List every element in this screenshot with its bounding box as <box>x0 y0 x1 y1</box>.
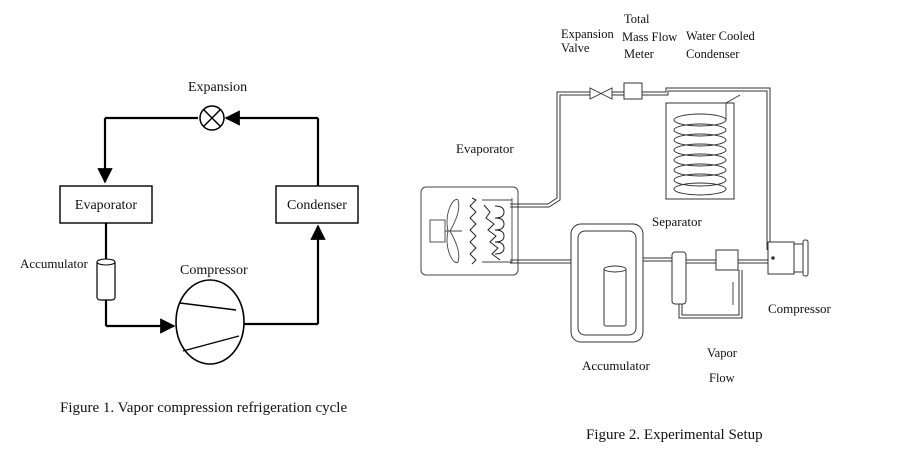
accumulator-label: Accumulator <box>20 256 89 271</box>
condenser-coil <box>673 94 741 196</box>
condenser-box <box>275 185 359 224</box>
pipe-separator-bypass <box>678 270 743 319</box>
figure-2-caption: Figure 2. Experimental Setup <box>586 427 763 443</box>
evaporator-coil-zigzag <box>483 204 501 261</box>
compressor-icon-fig2 <box>767 239 809 277</box>
evaporator-fins <box>469 197 477 265</box>
separator-label: Separator <box>652 214 702 229</box>
evaporator-label-fig2: Evaporator <box>456 141 514 156</box>
pipe-evaporator-to-valve <box>510 91 590 205</box>
compressor-label-fig2: Compressor <box>768 301 832 316</box>
figure-2: Evaporator Expansion Valve Total Mass Fl… <box>420 12 832 443</box>
condenser-label-1-fig2: Water Cooled <box>686 29 756 43</box>
expansion-valve-label-2: Valve <box>561 41 590 55</box>
mass-flow-label-3: Meter <box>624 47 655 61</box>
pipe-meter-to-compressor <box>642 87 771 250</box>
compressor-icon <box>175 279 245 365</box>
vapor-flow-label-2: Flow <box>709 371 735 385</box>
condenser-label-2-fig2: Condenser <box>686 47 740 61</box>
fan-icon <box>429 198 462 264</box>
figure-1: Expansion Evaporator Condenser Accumulat… <box>20 80 359 416</box>
expansion-label: Expansion <box>188 80 247 95</box>
expansion-valve-icon-fig2 <box>589 87 613 100</box>
evaporator-unit <box>420 186 519 276</box>
figure-1-caption: Figure 1. Vapor compression refrigeratio… <box>60 400 347 416</box>
evaporator-box <box>59 185 153 224</box>
vapor-flow-meter <box>715 249 739 271</box>
evaporator-coil <box>494 205 505 255</box>
accumulator-tank-fig2 <box>570 223 644 343</box>
mass-flow-meter <box>623 82 643 100</box>
expansion-valve-icon <box>199 105 225 131</box>
condenser-label: Condenser <box>287 198 347 213</box>
vapor-flow-label-1: Vapor <box>707 346 738 360</box>
compressor-label: Compressor <box>180 263 248 278</box>
mass-flow-label-2: Mass Flow <box>622 30 677 44</box>
accumulator-label-fig2: Accumulator <box>582 358 651 373</box>
evaporator-label: Evaporator <box>75 198 138 213</box>
accumulator-icon <box>96 258 116 301</box>
pipe-meter-to-compressor-suction <box>738 259 768 264</box>
evaporator-frame <box>482 198 513 263</box>
expansion-valve-label-1: Expansion <box>561 27 615 41</box>
mass-flow-label-1: Total <box>624 12 650 26</box>
separator-vessel <box>671 251 687 305</box>
